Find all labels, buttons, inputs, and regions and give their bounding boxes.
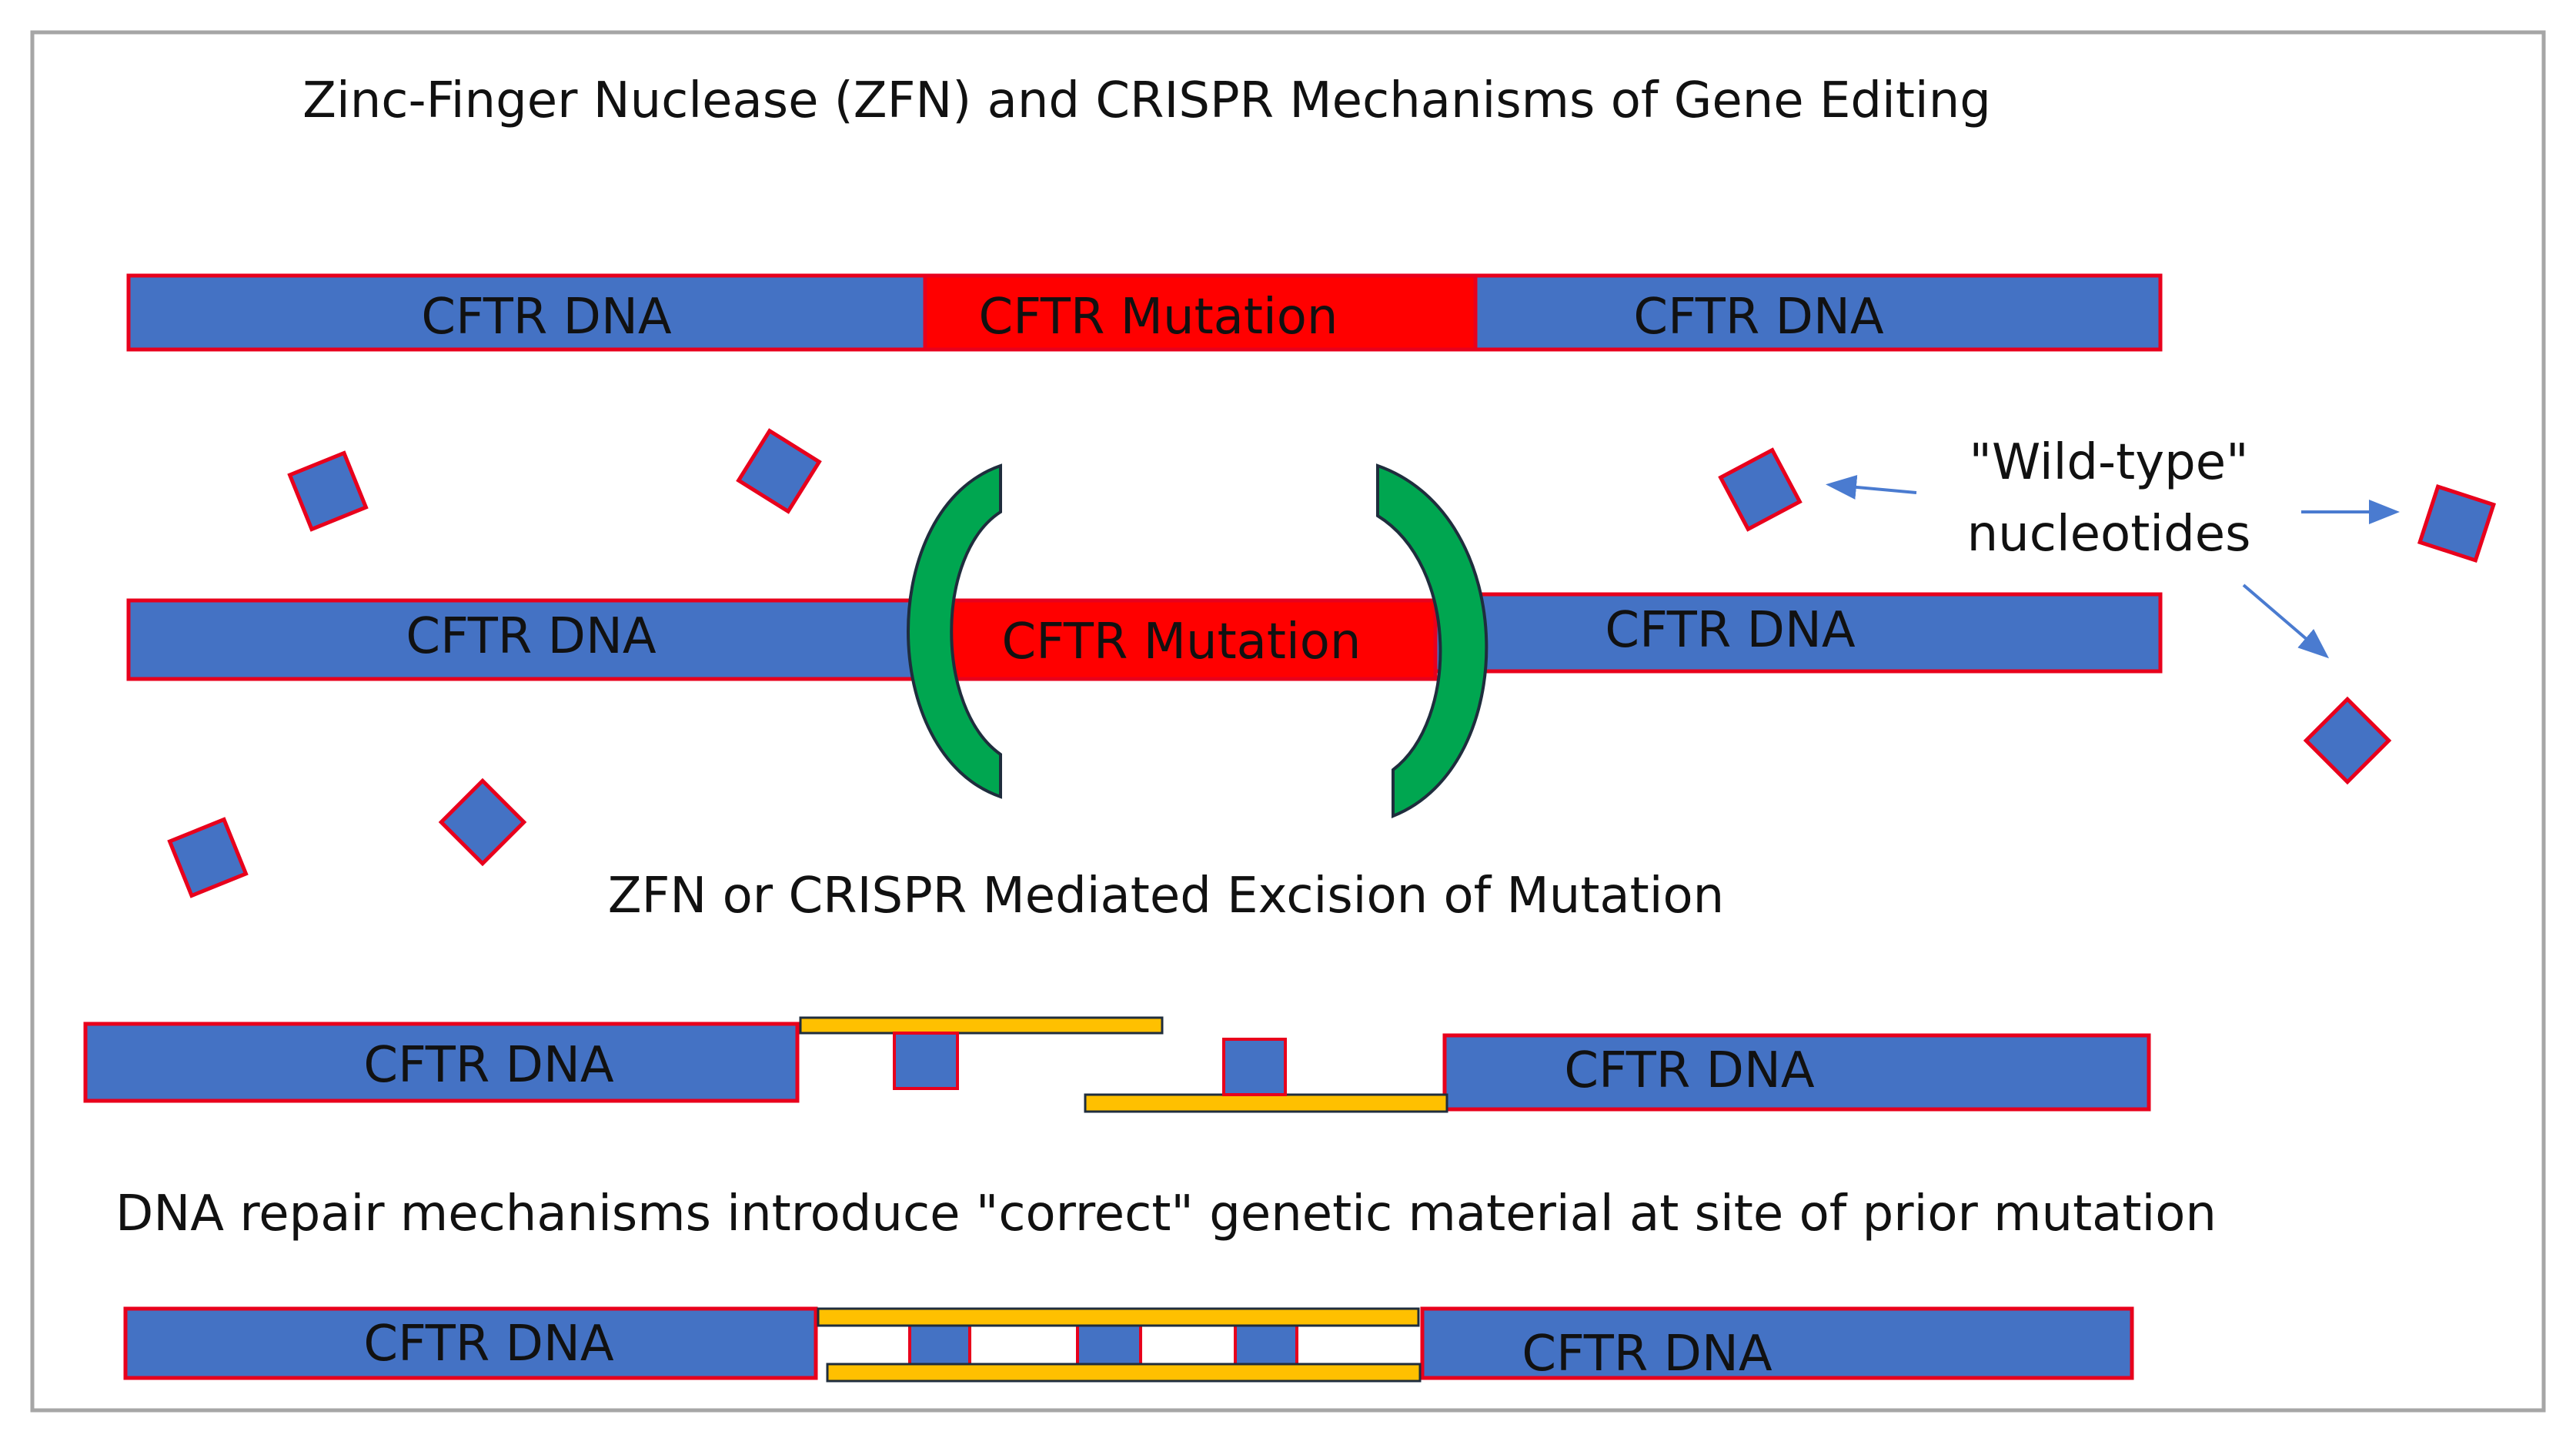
single-strand <box>799 1016 1164 1035</box>
excision-caption: ZFN or CRISPR Mediated Excision of Mutat… <box>608 868 1724 925</box>
dna-label: CFTR DNA <box>1522 1326 1772 1383</box>
dna-segment <box>1442 1033 2151 1112</box>
enzyme-left-bracket <box>907 463 1002 799</box>
dna-segment <box>123 1306 818 1380</box>
nucleotide <box>287 450 369 532</box>
nucleotide <box>893 1032 959 1090</box>
row-2-enzyme-binding: CFTR DNA CFTR Mutation CFTR DNA <box>126 463 2163 818</box>
row-4-repaired-dna: CFTR DNA CFTR DNA <box>123 1306 2134 1383</box>
nucleotide <box>1222 1038 1287 1096</box>
dna-segment <box>83 1022 800 1103</box>
dna-label: CFTR DNA <box>363 1316 613 1373</box>
pointer-arrow <box>2242 584 2330 659</box>
dna-label: CFTR DNA <box>1633 289 1883 346</box>
nucleotide <box>438 778 527 867</box>
pointer-arrow <box>1826 474 1917 500</box>
wild-type-label-line1: "Wild-type" <box>1970 434 2249 491</box>
mutation-label: CFTR Mutation <box>979 289 1338 346</box>
diagram-title: Zinc-Finger Nuclease (ZFN) and CRISPR Me… <box>302 72 1991 129</box>
enzyme-right-bracket <box>1376 463 1488 818</box>
nucleotide <box>2303 696 2392 785</box>
single-strand <box>1084 1093 1448 1113</box>
dna-segment <box>126 273 927 352</box>
diagram-frame <box>30 30 2546 1413</box>
dna-segment <box>1433 592 2163 674</box>
nucleotide <box>167 817 249 898</box>
dna-label: CFTR DNA <box>406 608 656 665</box>
dna-segment <box>1473 273 2163 352</box>
nucleotide <box>1234 1323 1298 1369</box>
wild-type-nucleotides <box>167 428 2497 898</box>
nucleotide <box>1718 447 1803 532</box>
repair-caption: DNA repair mechanisms introduce "correct… <box>115 1186 2217 1242</box>
row-3-excised-dna: CFTR DNA CFTR DNA <box>83 1016 2151 1113</box>
nucleotide <box>2417 483 2497 563</box>
dna-label: CFTR DNA <box>1564 1042 1814 1099</box>
dna-label: CFTR DNA <box>421 289 671 346</box>
nucleotide <box>1076 1323 1142 1369</box>
dna-segment <box>126 598 924 681</box>
single-strand <box>826 1363 1422 1383</box>
single-strand <box>817 1307 1420 1327</box>
row-1-intact-dna: CFTR DNA CFTR Mutation CFTR DNA <box>126 273 2163 352</box>
nucleotide <box>908 1323 971 1369</box>
mutation-label: CFTR Mutation <box>1002 614 1362 671</box>
dna-segment <box>1420 1306 2134 1380</box>
nucleotide <box>736 428 822 514</box>
dna-label: CFTR DNA <box>1605 602 1855 659</box>
dna-label: CFTR DNA <box>363 1037 613 1094</box>
mutation-segment <box>923 273 1478 352</box>
wild-type-label-line2: nucleotides <box>1967 506 2251 563</box>
